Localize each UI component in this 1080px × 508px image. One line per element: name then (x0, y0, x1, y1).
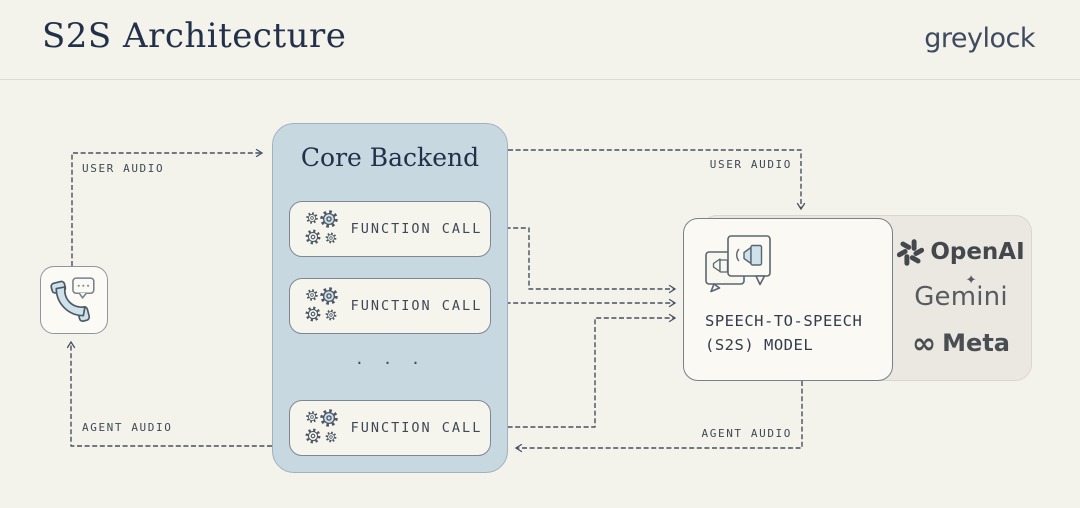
function-call-label: FUNCTION CALL (350, 420, 483, 436)
openai-logo: OpenAI (897, 238, 1025, 266)
speech-bubbles-audio-icon (705, 235, 771, 293)
user-audio-label-right: USER AUDIO (709, 158, 792, 171)
more-function-calls-ellipsis: . . . (354, 350, 426, 368)
function-call-card: FUNCTION CALL (289, 201, 491, 257)
core-backend-title: Core Backend (300, 143, 480, 172)
gemini-wordmark: Gemini (914, 282, 1008, 312)
user-audio-label-left: USER AUDIO (82, 162, 165, 175)
function-call-label: FUNCTION CALL (350, 221, 483, 237)
s2s-label-line1: SPEECH-TO-SPEECH (705, 312, 863, 330)
s2s-model-node: SPEECH-TO-SPEECH (S2S) MODEL (683, 218, 893, 381)
gears-icon (305, 210, 338, 245)
edge-user-audio-in (71, 148, 264, 266)
edge-function-call-3 (498, 313, 677, 432)
gears-icon (305, 287, 338, 322)
agent-audio-label-left: AGENT AUDIO (82, 421, 173, 434)
chat-bubble-icon (72, 277, 95, 299)
edge-agent-audio-out (66, 340, 272, 447)
openai-swirl-icon (897, 238, 925, 266)
edge-user-audio-to-model (508, 149, 806, 211)
provider-logos: OpenAI ✦ Gemini ∞ Meta (891, 216, 1031, 380)
openai-wordmark: OpenAI (930, 239, 1025, 265)
function-call-label: FUNCTION CALL (350, 298, 483, 314)
edge-function-call-1 (496, 223, 677, 294)
s2s-model-label: SPEECH-TO-SPEECH (S2S) MODEL (705, 309, 862, 357)
meta-logo: ∞ Meta (912, 325, 1010, 360)
header: S2S Architecture greylock (0, 0, 1080, 80)
meta-infinity-icon: ∞ (912, 325, 937, 360)
meta-wordmark: Meta (942, 329, 1010, 357)
page-title: S2S Architecture (42, 16, 347, 56)
gemini-sparkle-icon: ✦ (965, 273, 977, 288)
function-call-card: FUNCTION CALL (289, 400, 491, 456)
caller-node (40, 266, 108, 334)
gears-icon (305, 409, 338, 444)
phone-icon (50, 277, 95, 322)
gemini-logo: ✦ Gemini (914, 273, 1008, 312)
greylock-logo: greylock (924, 23, 1035, 54)
function-call-card: FUNCTION CALL (289, 278, 491, 334)
core-backend-panel: Core Backend FUNCTION CALL FUNCTION CALL… (272, 123, 508, 473)
s2s-label-line2: (S2S) MODEL (705, 336, 814, 354)
agent-audio-label-right: AGENT AUDIO (701, 427, 792, 440)
